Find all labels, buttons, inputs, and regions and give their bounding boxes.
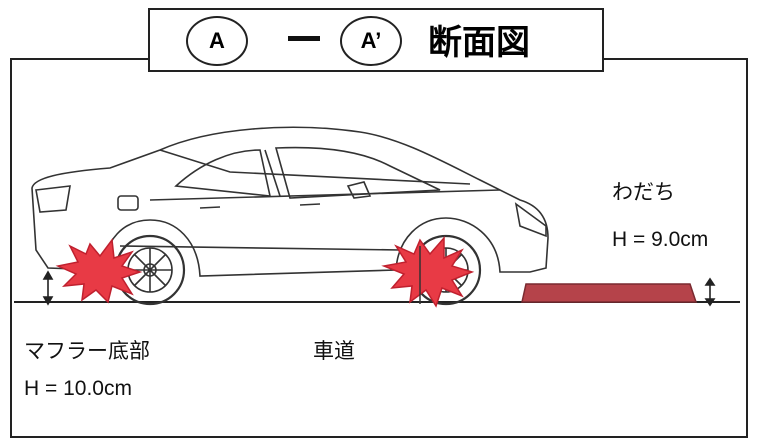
title-dash — [288, 36, 320, 41]
rear-impact-burst-icon — [55, 238, 143, 304]
rut-block — [521, 283, 698, 303]
rut-label: わだち — [612, 180, 675, 204]
point-a-prime-label: A’ — [360, 28, 382, 53]
section-diagram-frame — [10, 58, 748, 438]
section-title: 断面図 — [428, 23, 530, 63]
muffler-height-arrow-icon — [42, 270, 54, 306]
roadway-label: 車道 — [313, 339, 355, 363]
title-box: A A’ 断面図 — [148, 8, 604, 72]
point-a-label: A — [209, 28, 225, 53]
muffler-bottom-label: マフラー底部 — [24, 339, 150, 363]
point-a-prime-marker: A’ — [340, 16, 402, 66]
rut-height-arrow-icon — [704, 277, 716, 307]
muffler-height-value: H = 10.0cm — [24, 377, 132, 400]
front-impact-burst-icon — [381, 236, 475, 308]
rut-height-value: H = 9.0cm — [612, 228, 709, 251]
point-a-marker: A — [186, 16, 248, 66]
